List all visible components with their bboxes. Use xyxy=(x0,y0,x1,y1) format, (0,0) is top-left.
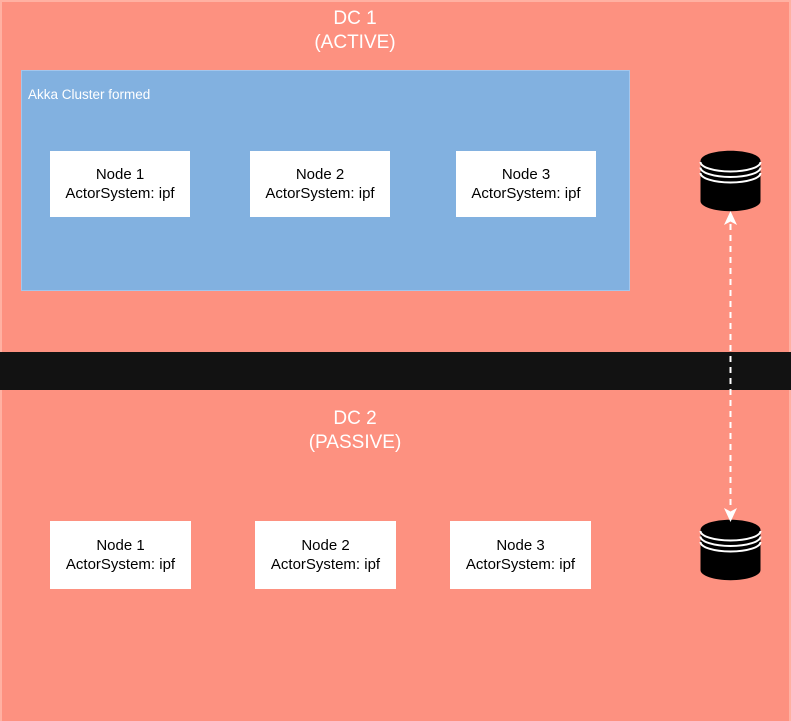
dc2-title-line1: DC 2 xyxy=(333,408,377,429)
dc2-title: DC 2 (PASSIVE) xyxy=(155,407,555,455)
akka-cluster-box: Akka Cluster formed Node 1 ActorSystem: … xyxy=(21,70,630,291)
dc1-node-1-box: Node 1 ActorSystem: ipf xyxy=(50,151,190,217)
akka-cluster-label: Akka Cluster formed xyxy=(28,87,151,102)
dc2-node-2-box: Node 2 ActorSystem: ipf xyxy=(255,521,396,589)
node-actor-system: ActorSystem: ipf xyxy=(270,556,381,573)
node-actor-system: ActorSystem: ipf xyxy=(465,556,576,573)
node-actor-system: ActorSystem: ipf xyxy=(265,185,375,202)
node-name: Node 3 xyxy=(501,166,551,183)
node-actor-system: ActorSystem: ipf xyxy=(65,185,175,202)
dc2-title-line2: (PASSIVE) xyxy=(308,432,402,453)
node-actor-system: ActorSystem: ipf xyxy=(471,185,581,202)
dc1-node-2-box: Node 2 ActorSystem: ipf xyxy=(250,151,390,217)
dc1-node-3-box: Node 3 ActorSystem: ipf xyxy=(456,151,596,217)
database-icon xyxy=(699,150,762,212)
dc1-region: DC 1 (ACTIVE) Akka Cluster formed Node 1… xyxy=(0,0,791,352)
node-name: Node 2 xyxy=(301,537,350,554)
node-actor-system: ActorSystem: ipf xyxy=(65,556,176,573)
node-name: Node 3 xyxy=(496,537,545,554)
dc2-node-1-box: Node 1 ActorSystem: ipf xyxy=(50,521,191,589)
node-name: Node 2 xyxy=(295,166,345,183)
dc1-title-line2: (ACTIVE) xyxy=(314,32,396,53)
replication-dashed-arrow-icon xyxy=(720,211,741,527)
node-name: Node 1 xyxy=(96,537,145,554)
dc2-region: DC 2 (PASSIVE) Node 1 ActorSystem: ipf N… xyxy=(0,390,791,721)
dc1-title-line1: DC 1 xyxy=(333,8,377,29)
dc2-node-3-box: Node 3 ActorSystem: ipf xyxy=(450,521,591,589)
dc1-title: DC 1 (ACTIVE) xyxy=(155,7,555,55)
database-icon xyxy=(699,519,762,581)
dc-separator-band xyxy=(0,352,791,390)
node-name: Node 1 xyxy=(95,166,145,183)
